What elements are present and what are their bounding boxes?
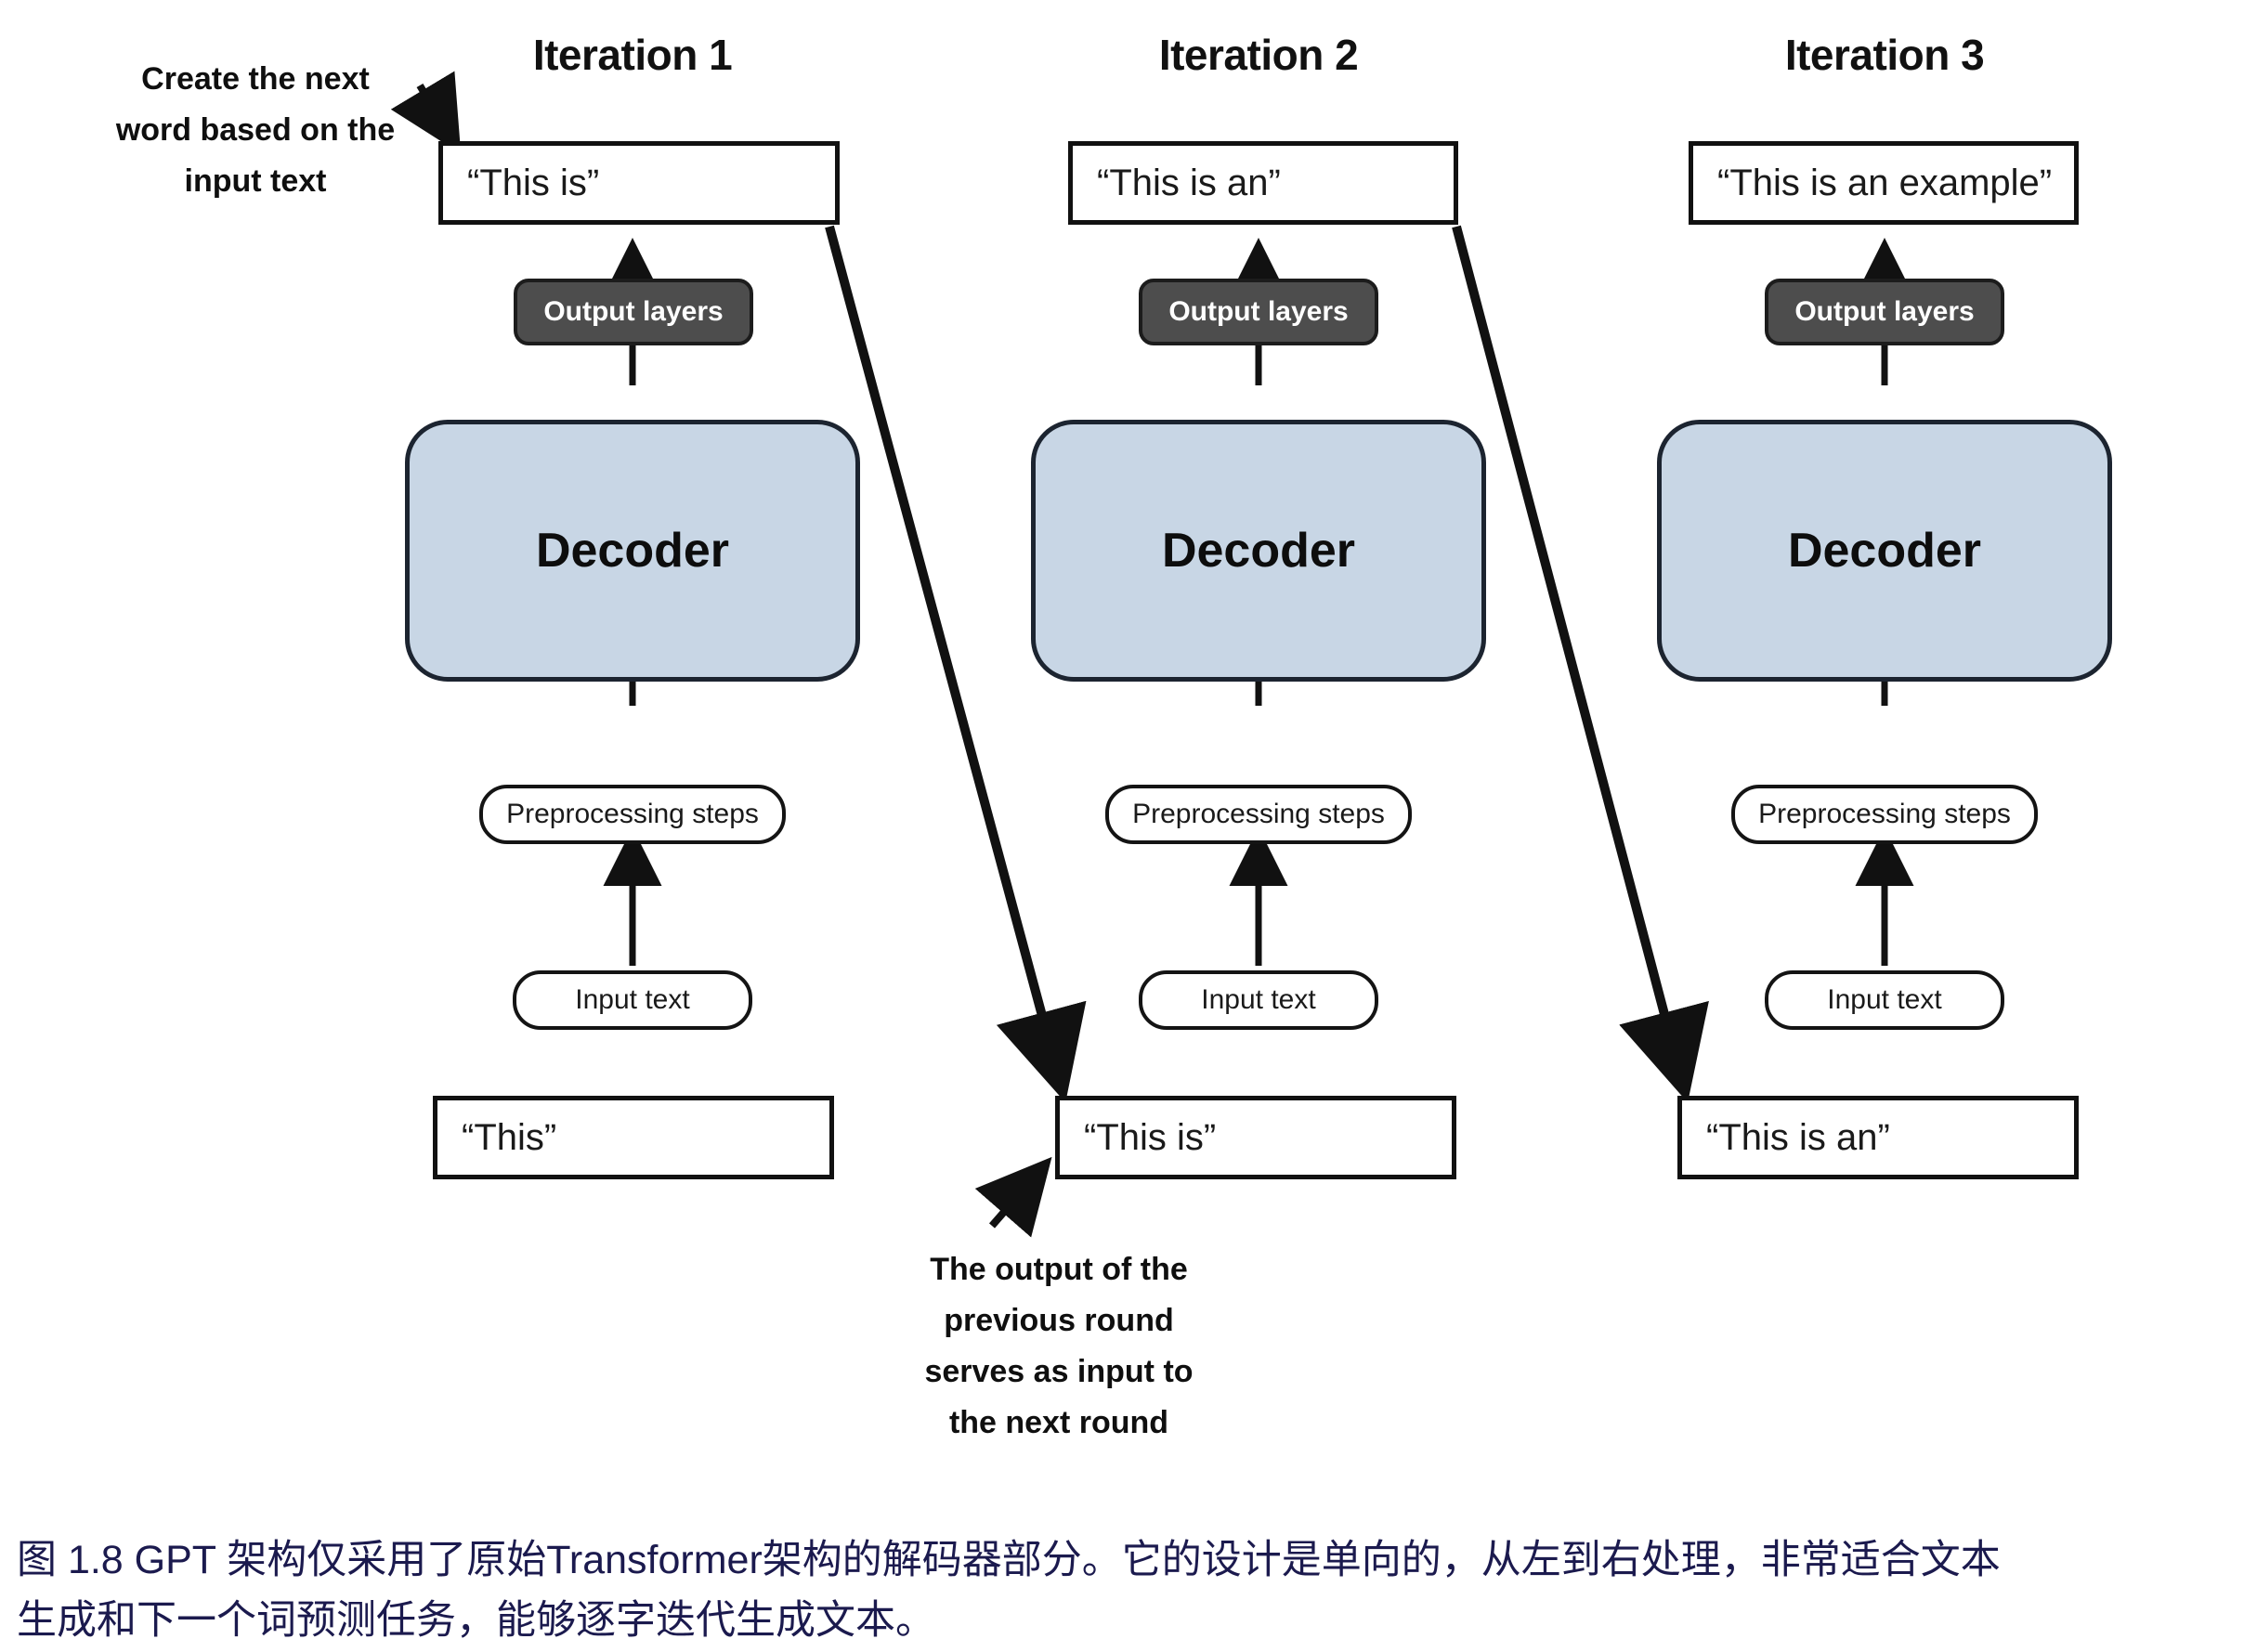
iteration-2-input-text: Input text <box>1139 970 1378 1030</box>
carry-arrow-2-to-3 <box>1452 225 1709 1103</box>
annotation-arrow-bottom <box>974 1156 1052 1238</box>
iteration-2-output-text: “This is an” <box>1097 162 1281 203</box>
carry-arrow-1-to-2 <box>825 225 1087 1103</box>
iteration-3-output-text: “This is an example” <box>1717 162 2053 203</box>
iteration-1-decoder: Decoder <box>405 420 860 682</box>
iteration-3-preprocessing-label: Preprocessing steps <box>1758 799 2011 829</box>
iteration-3-decoder-label: Decoder <box>1787 524 1982 578</box>
iteration-2-input-text-label: Input text <box>1201 984 1316 1015</box>
iteration-1-heading: Iteration 1 <box>532 31 733 79</box>
iteration-1-input-box-text: “This” <box>462 1116 557 1158</box>
iteration-1-decoder-label: Decoder <box>535 524 730 578</box>
iteration-1-output-layers: Output layers <box>514 279 753 345</box>
figure-caption: 图 1.8 GPT 架构仅采用了原始Transformer架构的解码器部分。它的… <box>17 1530 2246 1652</box>
iteration-2-output-layers: Output layers <box>1139 279 1378 345</box>
iteration-3-input-text-label: Input text <box>1827 984 1942 1015</box>
iteration-3-output-layers-label: Output layers <box>1794 296 1975 327</box>
iteration-3-input-box-text: “This is an” <box>1706 1116 1890 1158</box>
iteration-2-preprocessing: Preprocessing steps <box>1105 785 1412 844</box>
iteration-2-input-box-text: “This is” <box>1084 1116 1217 1158</box>
iteration-2-preprocessing-label: Preprocessing steps <box>1132 799 1385 829</box>
iteration-2-decoder-label: Decoder <box>1161 524 1356 578</box>
annotation-create-next-word: Create the next word based on the input … <box>115 61 396 200</box>
iteration-3-input-text: Input text <box>1765 970 2004 1030</box>
iteration-2-output-layers-label: Output layers <box>1168 296 1349 327</box>
iteration-1-input-text-label: Input text <box>575 984 690 1015</box>
iteration-1-input-text: Input text <box>513 970 752 1030</box>
iteration-2-output-box: “This is an” <box>1068 141 1458 225</box>
iteration-3-decoder: Decoder <box>1657 420 2112 682</box>
caption-line-2: 生成和下一个词预测任务，能够逐字迭代生成文本。 <box>17 1598 935 1644</box>
iteration-3-preprocessing: Preprocessing steps <box>1731 785 2038 844</box>
iteration-1-preprocessing: Preprocessing steps <box>479 785 786 844</box>
iteration-2-decoder: Decoder <box>1031 420 1486 682</box>
iteration-1-preprocessing-label: Preprocessing steps <box>506 799 759 829</box>
iteration-1-input-box: “This” <box>433 1096 834 1179</box>
annotation-arrow-top <box>390 71 462 154</box>
caption-line-1: 图 1.8 GPT 架构仅采用了原始Transformer架构的解码器部分。它的… <box>17 1538 2001 1582</box>
iteration-1-output-layers-label: Output layers <box>543 296 724 327</box>
iteration-1-output-text: “This is” <box>467 162 600 203</box>
annotation-output-previous-round: The output of the previous round serves … <box>924 1252 1194 1441</box>
iteration-3-output-box: “This is an example” <box>1689 141 2079 225</box>
iteration-1-output-box: “This is” <box>438 141 840 225</box>
iteration-3-input-box: “This is an” <box>1677 1096 2079 1179</box>
iteration-2-input-box: “This is” <box>1055 1096 1456 1179</box>
iteration-2-heading: Iteration 2 <box>1158 31 1359 79</box>
iteration-3-heading: Iteration 3 <box>1784 31 1985 79</box>
iteration-3-output-layers: Output layers <box>1765 279 2004 345</box>
